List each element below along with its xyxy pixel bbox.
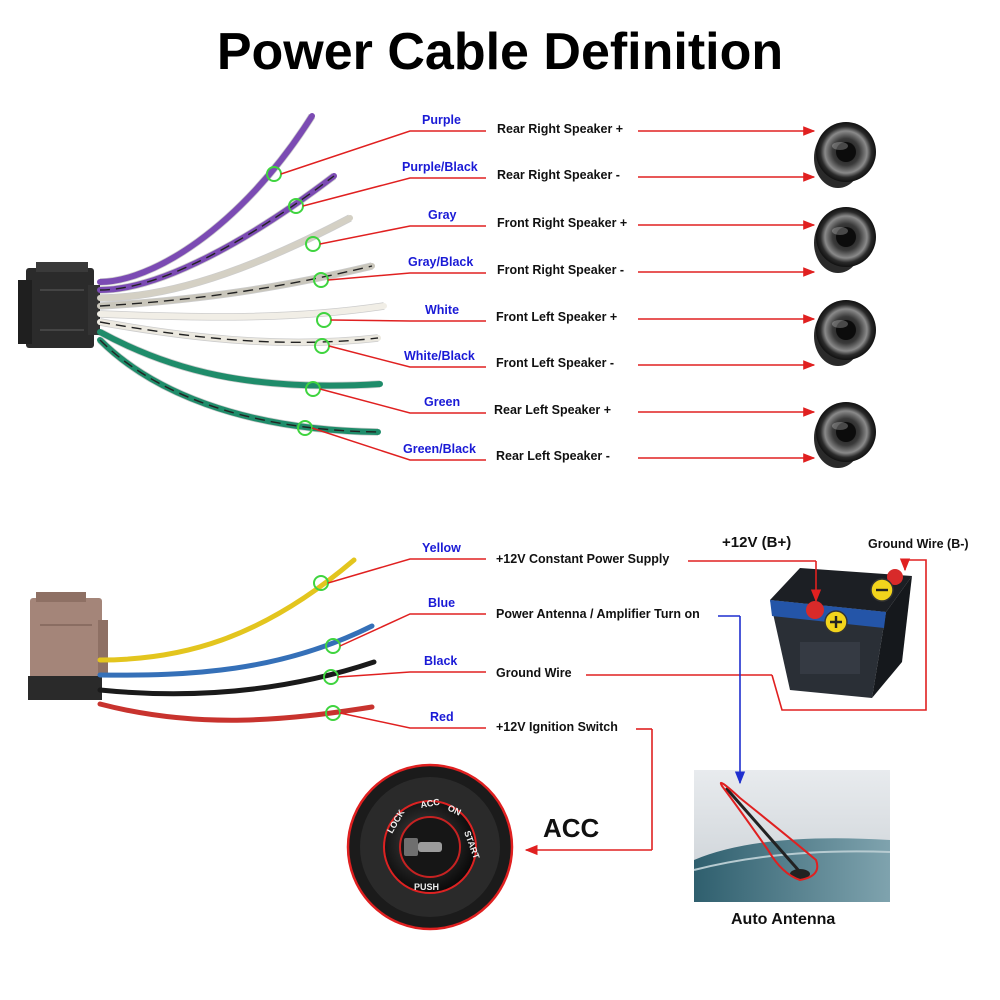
leader-line-yellow [327,558,486,584]
wire-color-label-white: White [425,303,460,317]
wire-color-label-purple: Purple [422,113,461,127]
connector-lines [524,558,927,856]
wire-function-label-black: Ground Wire [496,666,572,680]
leader-line-blue [339,613,486,647]
speaker-icon [814,300,876,366]
wire-color-label-purple-black: Purple/Black [402,160,478,174]
wire-white [97,303,387,320]
wire-function-label-green-black: Rear Left Speaker - [496,449,610,463]
wire-function-label-white: Front Left Speaker + [496,310,618,324]
wire-purple [97,113,315,285]
speaker-harness-connector [18,262,100,348]
page-title: Power Cable Definition [216,23,784,81]
leader-line-white [330,319,486,322]
wire-stripe-purple-black [99,175,335,291]
ignition-push-text: PUSH [414,882,439,892]
acc-label: ACC [543,813,600,843]
speaker-wires [97,113,387,436]
wire-function-label-purple-black: Rear Right Speaker - [497,168,620,182]
wire-yellow [97,557,357,663]
wire-function-label-red: +12V Ignition Switch [496,720,618,734]
leader-line-gray [319,225,486,245]
ignition-switch-image [346,763,514,931]
wire-color-label-gray: Gray [428,208,457,222]
leader-line-purple [280,130,486,175]
leader-line-green-black [311,427,486,461]
wire-green [97,329,383,389]
leader-line-green [319,388,486,414]
auto-antenna-label: Auto Antenna [731,911,836,928]
wire-function-label-purple: Rear Right Speaker + [497,122,624,136]
wire-function-label-blue: Power Antenna / Amplifier Turn on [496,607,700,621]
wire-color-label-black: Black [424,654,458,668]
wire-color-label-green: Green [424,395,461,409]
wire-function-label-white-black: Front Left Speaker - [496,356,615,370]
wire-color-label-green-black: Green/Black [403,442,476,456]
wire-function-label-gray: Front Right Speaker + [497,216,628,230]
power-wires [97,557,377,723]
wire-stripe-gray-black [99,265,373,307]
battery-positive-label: +12V (B+) [722,534,792,551]
leader-line-purple-black [302,177,486,207]
battery-ground-label: Ground Wire (B-) [868,537,969,551]
ignition-acc-text: ACC [420,797,441,810]
wire-color-label-red: Red [430,710,454,724]
power-arrows [313,558,486,729]
power-harness-connector [28,592,108,700]
wire-blue [97,623,375,678]
auto-antenna-image [693,770,891,902]
speaker-arrows [266,126,816,463]
leader-line-white-black [328,345,486,368]
speaker-icon [814,402,876,468]
wire-black [97,659,377,697]
wire-function-label-green: Rear Left Speaker + [494,403,612,417]
leader-line-red [339,712,486,729]
car-battery [770,568,912,698]
wire-color-label-white-black: White/Black [404,349,475,363]
wire-function-label-gray-black: Front Right Speaker - [497,263,625,277]
wire-stripe-white-black [99,321,379,344]
leader-line-gray-black [327,272,486,281]
wire-function-label-yellow: +12V Constant Power Supply [496,552,670,566]
leader-line-black [337,671,486,678]
wire-gray [97,215,353,301]
wire-color-label-gray-black: Gray/Black [408,255,474,269]
wire-color-label-yellow: Yellow [422,541,461,555]
speakers [814,122,876,468]
speaker-icon [814,122,876,188]
wire-color-label-blue: Blue [428,596,456,610]
speaker-icon [814,207,876,273]
wire-stripe-green-black [99,339,379,433]
